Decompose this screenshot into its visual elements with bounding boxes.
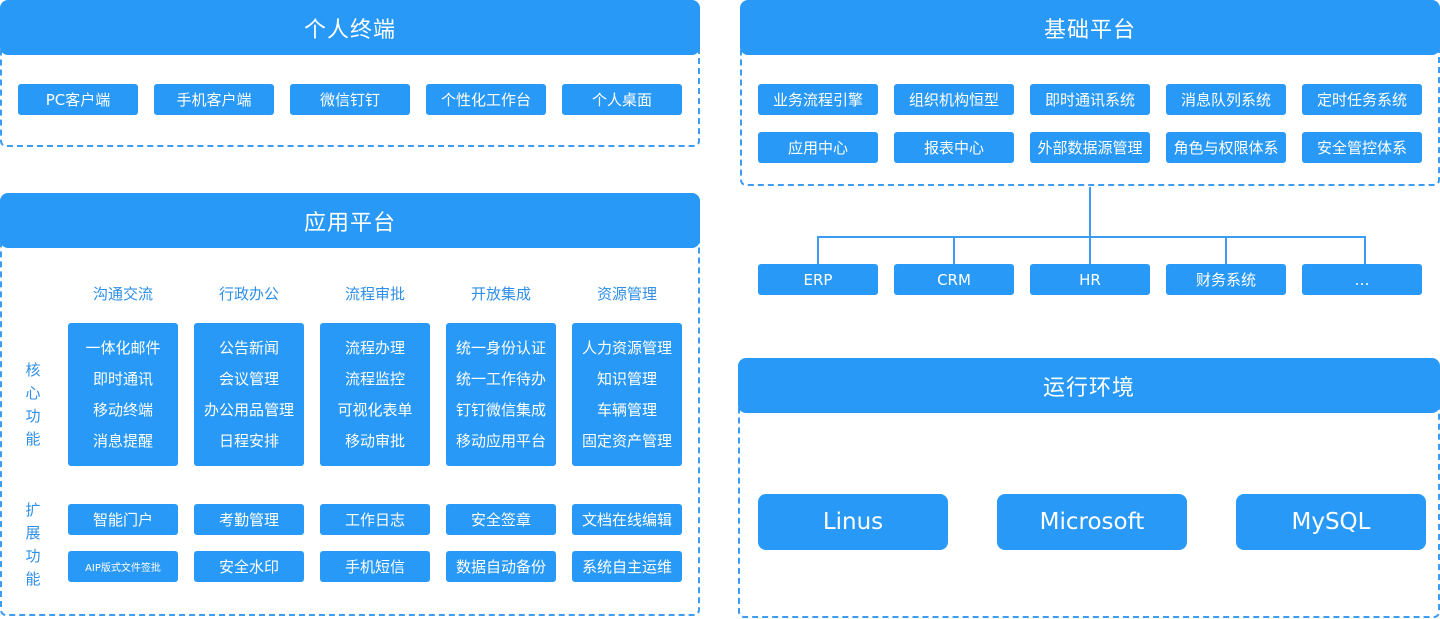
personal-terminal-item[interactable]: 微信钉钉 bbox=[290, 84, 410, 115]
extension-item[interactable]: 数据自动备份 bbox=[446, 551, 556, 582]
core-box-resources: 人力资源管理 知识管理 车辆管理 固定资产管理 bbox=[572, 323, 682, 466]
core-item[interactable]: 流程办理 bbox=[344, 338, 405, 357]
integration-system[interactable]: CRM bbox=[894, 264, 1014, 295]
extension-item[interactable]: 文档在线编辑 bbox=[572, 504, 682, 535]
core-item[interactable]: 会议管理 bbox=[218, 369, 279, 388]
personal-terminal-item[interactable]: 个性化工作台 bbox=[426, 84, 546, 115]
connector-branch bbox=[817, 236, 819, 264]
runtime-item[interactable]: MySQL bbox=[1236, 494, 1426, 550]
connector-branch bbox=[1364, 236, 1366, 264]
core-item[interactable]: 一体化邮件 bbox=[85, 338, 161, 357]
extension-item[interactable]: 考勤管理 bbox=[194, 504, 304, 535]
extension-item[interactable]: 系统自主运维 bbox=[572, 551, 682, 582]
extension-item[interactable]: 智能门户 bbox=[68, 504, 178, 535]
core-item[interactable]: 车辆管理 bbox=[596, 400, 657, 419]
base-module[interactable]: 外部数据源管理 bbox=[1030, 132, 1150, 163]
column-heading-communication: 沟通交流 bbox=[92, 285, 153, 303]
core-item[interactable]: 知识管理 bbox=[596, 369, 657, 388]
column-heading-workflow: 流程审批 bbox=[344, 285, 405, 303]
connector-trunk bbox=[1089, 187, 1091, 237]
base-module[interactable]: 消息队列系统 bbox=[1166, 84, 1286, 115]
integration-system[interactable]: … bbox=[1302, 264, 1422, 295]
connector-branch bbox=[1225, 236, 1227, 264]
column-heading-integration: 开放集成 bbox=[470, 285, 531, 303]
core-item[interactable]: 办公用品管理 bbox=[203, 400, 294, 419]
core-item[interactable]: 人力资源管理 bbox=[581, 338, 672, 357]
core-box-administration: 公告新闻 会议管理 办公用品管理 日程安排 bbox=[194, 323, 304, 466]
base-module[interactable]: 业务流程引擎 bbox=[758, 84, 878, 115]
base-module[interactable]: 报表中心 bbox=[894, 132, 1014, 163]
personal-terminal-item[interactable]: 个人桌面 bbox=[562, 84, 682, 115]
base-module[interactable]: 应用中心 bbox=[758, 132, 878, 163]
extension-item[interactable]: 手机短信 bbox=[320, 551, 430, 582]
connector-branch bbox=[1089, 236, 1091, 264]
app-platform-title: 应用平台 bbox=[0, 193, 700, 248]
core-item[interactable]: 日程安排 bbox=[218, 431, 279, 450]
runtime-item[interactable]: Linus bbox=[758, 494, 948, 550]
core-box-workflow: 流程办理 流程监控 可视化表单 移动审批 bbox=[320, 323, 430, 466]
runtime-title: 运行环境 bbox=[738, 358, 1440, 413]
base-module[interactable]: 组织机构恒型 bbox=[894, 84, 1014, 115]
extension-functions-label: 扩展功能 bbox=[25, 501, 41, 588]
core-functions-label: 核心功能 bbox=[25, 361, 41, 448]
personal-terminal-item[interactable]: PC客户端 bbox=[18, 84, 138, 115]
core-item[interactable]: 公告新闻 bbox=[218, 338, 279, 357]
base-platform-title: 基础平台 bbox=[740, 0, 1440, 55]
core-item[interactable]: 固定资产管理 bbox=[581, 431, 672, 450]
extension-item[interactable]: 安全水印 bbox=[194, 551, 304, 582]
column-heading-resources: 资源管理 bbox=[596, 285, 657, 303]
core-box-communication: 一体化邮件 即时通讯 移动终端 消息提醒 bbox=[68, 323, 178, 466]
connector-bus bbox=[817, 236, 1366, 238]
core-item[interactable]: 统一身份认证 bbox=[455, 338, 546, 357]
runtime-item[interactable]: Microsoft bbox=[997, 494, 1187, 550]
core-item[interactable]: 流程监控 bbox=[344, 369, 405, 388]
base-module[interactable]: 安全管控体系 bbox=[1302, 132, 1422, 163]
extension-item[interactable]: 安全签章 bbox=[446, 504, 556, 535]
core-item[interactable]: 移动应用平台 bbox=[455, 431, 546, 450]
personal-terminal-item[interactable]: 手机客户端 bbox=[154, 84, 274, 115]
base-module[interactable]: 定时任务系统 bbox=[1302, 84, 1422, 115]
core-item[interactable]: 可视化表单 bbox=[337, 400, 413, 419]
extension-item[interactable]: 工作日志 bbox=[320, 504, 430, 535]
core-item[interactable]: 移动审批 bbox=[344, 431, 405, 450]
connector-branch bbox=[953, 236, 955, 264]
base-module[interactable]: 即时通讯系统 bbox=[1030, 84, 1150, 115]
integration-system[interactable]: ERP bbox=[758, 264, 878, 295]
core-item[interactable]: 消息提醒 bbox=[92, 431, 153, 450]
core-item[interactable]: 即时通讯 bbox=[92, 369, 153, 388]
column-heading-administration: 行政办公 bbox=[218, 285, 279, 303]
core-item[interactable]: 统一工作待办 bbox=[455, 369, 546, 388]
core-box-integration: 统一身份认证 统一工作待办 钉钉微信集成 移动应用平台 bbox=[446, 323, 556, 466]
extension-item[interactable]: AIP版式文件签批 bbox=[68, 551, 178, 582]
base-module[interactable]: 角色与权限体系 bbox=[1166, 132, 1286, 163]
personal-terminal-title: 个人终端 bbox=[0, 0, 700, 55]
integration-system[interactable]: 财务系统 bbox=[1166, 264, 1286, 295]
core-item[interactable]: 移动终端 bbox=[92, 400, 153, 419]
core-item[interactable]: 钉钉微信集成 bbox=[455, 400, 546, 419]
integration-system[interactable]: HR bbox=[1030, 264, 1150, 295]
